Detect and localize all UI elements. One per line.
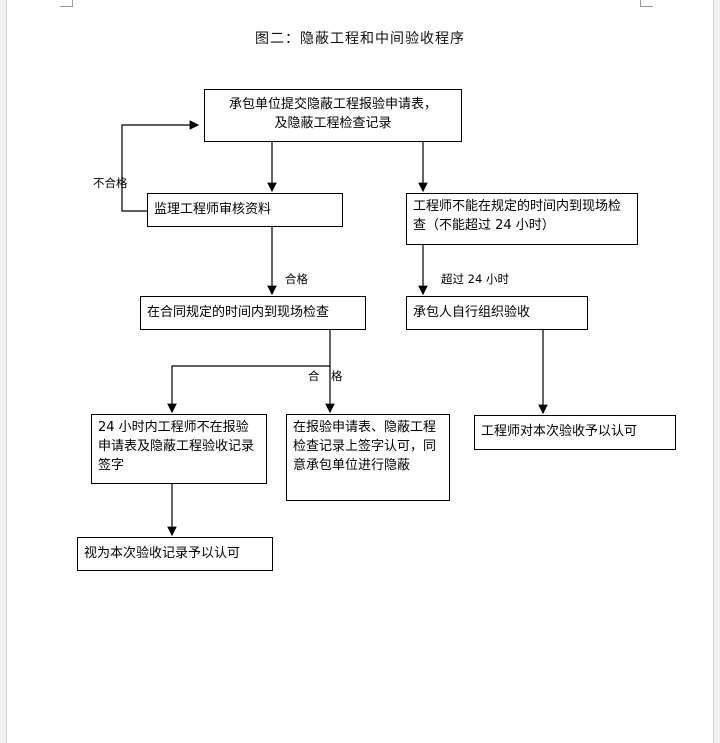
box-engineer-cannot-inspect: 工程师不能在规定的时间内到现场检查（不能超过 24 小时） — [406, 193, 638, 245]
label-pass: 合 格 — [308, 369, 343, 383]
box-supervisor-review: 监理工程师审核资料 — [147, 193, 343, 227]
box-deemed-accepted: 视为本次验收记录予以认可 — [77, 537, 273, 571]
page-corner-mark — [640, 0, 653, 7]
box-no-signature-24h: 24 小时内工程师不在报验申请表及隐蔽工程验收记录签字 — [91, 414, 267, 484]
label-fail: 不合格 — [93, 176, 128, 190]
label-over-24-hours: 超过 24 小时 — [441, 272, 509, 286]
box-engineer-accepts: 工程师对本次验收予以认可 — [474, 415, 676, 450]
arrow-fail-loop — [121, 120, 200, 212]
box-contractor-self-acceptance: 承包人自行组织验收 — [406, 296, 588, 330]
diagram-title: 图二：隐蔽工程和中间验收程序 — [255, 31, 465, 47]
page-corner-mark — [60, 0, 73, 7]
box-site-inspection: 在合同规定的时间内到现场检查 — [140, 296, 366, 330]
label-pass: 合格 — [285, 272, 308, 286]
arrow-to-no-sign — [167, 365, 330, 414]
box-sign-and-approve: 在报验申请表、隐蔽工程检查记录上签字认可，同意承包单位进行隐蔽 — [286, 414, 450, 501]
box-submit-application: 承包单位提交隐蔽工程报验申请表， 及隐蔽工程检查记录 — [204, 89, 462, 142]
